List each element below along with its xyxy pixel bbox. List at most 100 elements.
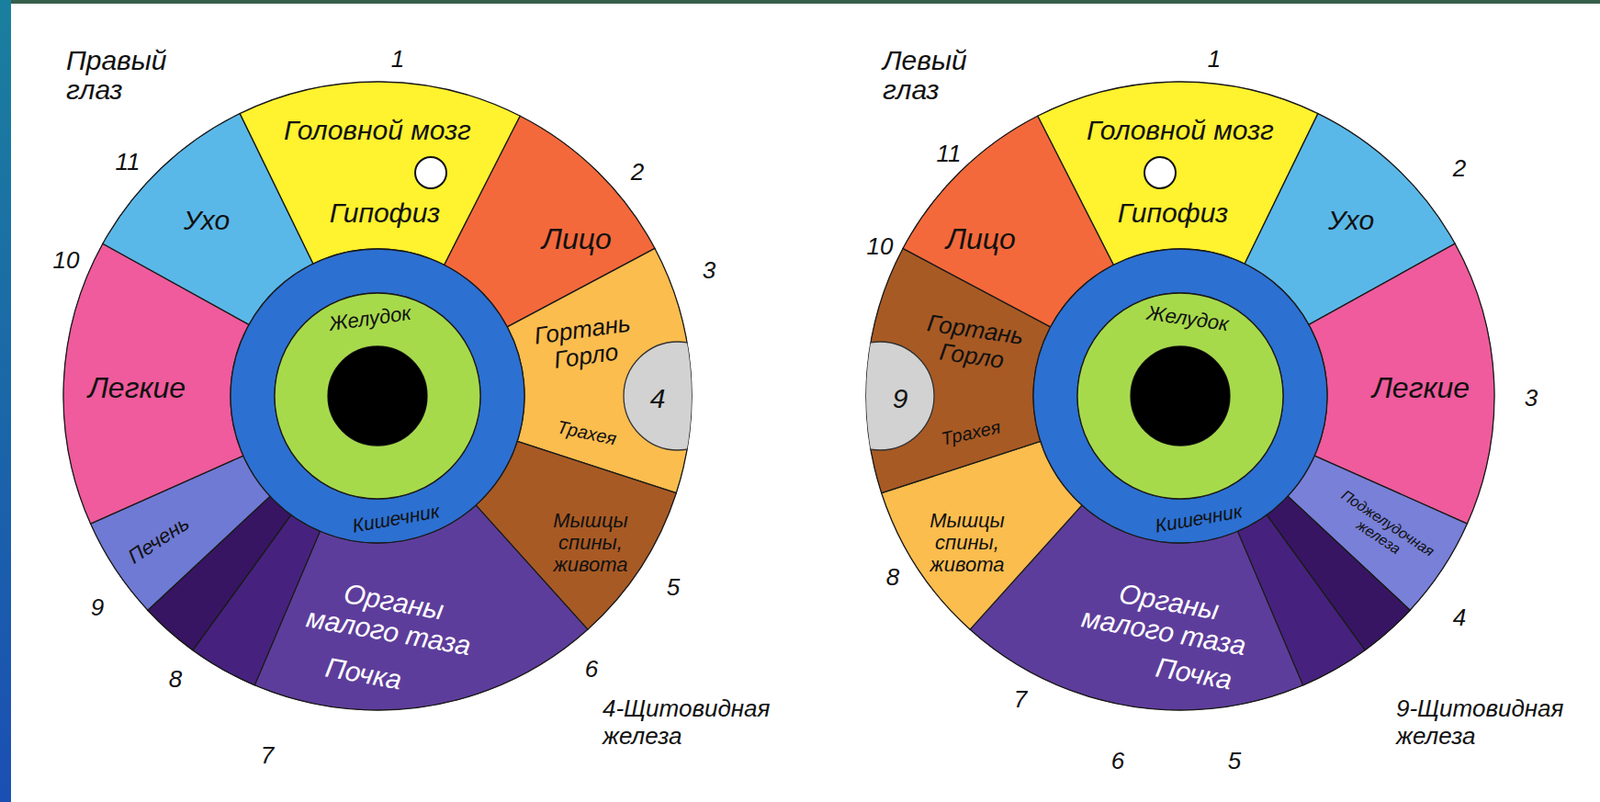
- text-holder: Левый глаз: [882, 45, 968, 104]
- callout-number: 2: [1453, 155, 1466, 182]
- eye-heading: Левый глаз: [882, 45, 968, 104]
- text-holder: 11: [936, 140, 962, 168]
- zone-shape: [622, 340, 733, 451]
- caption-note: 4-Щитовидная железа: [602, 695, 787, 751]
- iris-outline: [867, 82, 1495, 710]
- text-holder: 6: [585, 655, 598, 683]
- text-holder: Правый глаз: [66, 45, 168, 104]
- zone-label: Легкие: [88, 371, 186, 405]
- text-holder: Головной мозг: [283, 114, 472, 146]
- text-holder: Мышцы спины, живота: [929, 509, 1005, 577]
- thyroid-disc: [825, 341, 935, 451]
- text-holder: Мышцы спины, живота: [552, 509, 629, 577]
- text-holder: Гипофиз: [329, 197, 441, 228]
- text-holder: 11: [115, 148, 141, 176]
- pituitary-dot: [1144, 157, 1176, 189]
- callout-number: 7: [1014, 686, 1027, 713]
- zone-label: Мышцы спины, живота: [929, 509, 1005, 577]
- text-holder: 10: [867, 233, 894, 260]
- zone-label: Ухо: [183, 204, 230, 236]
- iris-ring: [230, 248, 525, 543]
- text-holder: Лицо: [946, 223, 1016, 256]
- text-holder: Ухо: [1328, 204, 1375, 236]
- text-holder: 2: [630, 158, 644, 186]
- text-holder: 9-Щитовидная железа: [1396, 695, 1580, 751]
- text-holder: 9: [892, 383, 909, 414]
- zone-label: Гипофиз: [1117, 197, 1229, 228]
- text-holder: Ухо: [183, 204, 230, 236]
- zone-label: Мышцы спины, живота: [552, 509, 629, 577]
- eye-heading: Правый глаз: [66, 45, 168, 104]
- text-holder: 1: [1207, 45, 1221, 73]
- text-holder: Легкие: [88, 371, 186, 405]
- thyroid-disc: [623, 341, 733, 451]
- callout-number: 8: [169, 665, 182, 693]
- pupil: [327, 346, 428, 446]
- text-holder: 4: [650, 383, 666, 414]
- callout-number: 3: [1524, 384, 1538, 412]
- text-holder: 8: [886, 563, 900, 591]
- callout-number: 11: [936, 140, 962, 168]
- thyroid-zone: 9: [824, 340, 936, 451]
- text-holder: 9: [90, 594, 104, 621]
- callout-number: 2: [630, 158, 644, 186]
- caption-note: 9-Щитовидная железа: [1396, 695, 1580, 751]
- callout-number: 6: [585, 655, 598, 683]
- callout-number: 5: [1228, 747, 1241, 775]
- callout-number: 5: [666, 574, 680, 601]
- callout-number: 11: [115, 148, 141, 176]
- text-holder: 8: [169, 665, 182, 693]
- text-holder: 7: [1014, 686, 1027, 713]
- iris-outline: [64, 82, 692, 710]
- ring-group: [1033, 248, 1328, 543]
- callout-number: 3: [702, 257, 716, 284]
- iris-chart: Правый глазГоловной мозгГипофизЛицоГорта…: [63, 81, 692, 710]
- zone-number: 9: [892, 383, 909, 414]
- text-holder: 10: [53, 247, 80, 274]
- zone-label: Лицо: [946, 223, 1016, 256]
- top-rule: [11, 0, 1600, 4]
- pupil: [1130, 346, 1230, 446]
- zone-label: Легкие: [1372, 371, 1470, 405]
- text-holder: 5: [1228, 747, 1241, 775]
- iris-ring: [274, 292, 481, 499]
- text-holder: Головной мозг: [1086, 114, 1274, 146]
- callout-number: 8: [886, 563, 900, 591]
- text-holder: 5: [666, 574, 680, 601]
- zone-label: Лицо: [541, 223, 612, 256]
- ring-group: [1077, 292, 1284, 499]
- zone-label: Гипофиз: [329, 197, 441, 228]
- callout-number: 7: [260, 742, 274, 769]
- text-holder: Гипофиз: [1117, 197, 1229, 228]
- text-holder: 3: [1524, 384, 1538, 412]
- text-holder: 7: [260, 742, 274, 769]
- text-holder: 4: [1453, 604, 1466, 631]
- text-holder: 2: [1453, 155, 1466, 182]
- zone-subwedge: [1238, 514, 1366, 685]
- callout-number: 1: [1207, 45, 1221, 73]
- zone-label: Головной мозг: [283, 114, 472, 146]
- zone-shape: [824, 340, 936, 451]
- side-bar: [0, 0, 12, 802]
- ring-group: [274, 292, 481, 499]
- zone-number: 4: [650, 383, 666, 414]
- iris-chart: Левый глазГоловной мозгГипофизУхоЛегкиеП…: [866, 81, 1495, 710]
- text-holder: 6: [1111, 747, 1125, 775]
- iris-ring: [1077, 292, 1284, 499]
- callout-number: 10: [53, 247, 80, 274]
- text-holder: Легкие: [1372, 371, 1470, 405]
- text-holder: 3: [702, 257, 716, 284]
- callout-number: 6: [1111, 747, 1125, 775]
- callout-number: 9: [90, 594, 104, 621]
- callout-number: 1: [391, 45, 405, 73]
- callout-number: 4: [1453, 604, 1466, 631]
- text-holder: 1: [391, 45, 405, 73]
- ring-group: [230, 248, 525, 543]
- zone-label: Ухо: [1328, 204, 1375, 236]
- iris-ring: [1033, 248, 1328, 543]
- pituitary-dot: [415, 157, 447, 189]
- thyroid-zone: 4: [622, 340, 733, 451]
- zone-label: Головной мозг: [1086, 114, 1274, 146]
- text-holder: Лицо: [541, 223, 612, 256]
